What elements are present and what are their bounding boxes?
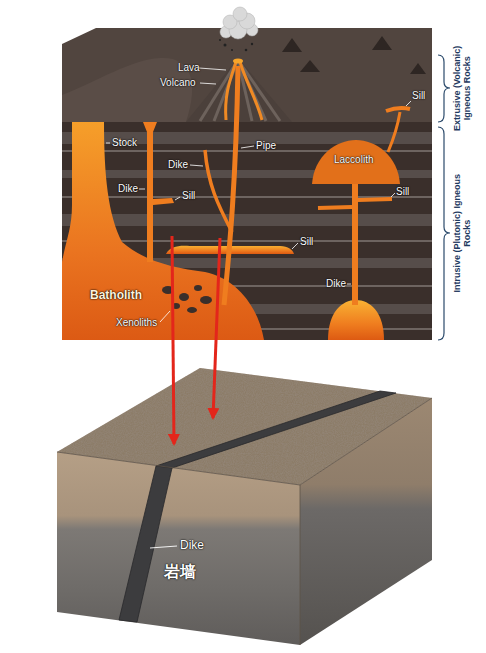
bracket-label: Extrusive (Volcanic) Igneous Rocks xyxy=(452,28,473,148)
ejecta xyxy=(219,39,253,51)
peak xyxy=(282,38,302,52)
feature-label: Dike xyxy=(326,278,346,290)
feature-label: Sill xyxy=(412,90,425,102)
sill-shape xyxy=(358,199,392,200)
rock-face xyxy=(62,122,432,340)
dike-shape xyxy=(352,184,358,305)
magma-chamber xyxy=(328,300,384,340)
pointer-arrow xyxy=(172,236,220,444)
feature-label: Lava xyxy=(178,62,200,74)
callout-label: 岩墙 xyxy=(164,563,196,581)
feature-label: Sill xyxy=(182,190,195,202)
leader-line xyxy=(150,546,177,548)
dike-block xyxy=(57,368,432,645)
feature-label: Sill xyxy=(396,186,409,198)
pipe-shape xyxy=(224,66,238,305)
peak xyxy=(410,63,426,74)
feature-label: Batholith xyxy=(90,289,142,303)
bracket-label: Intrusive (Plutonic) Igneous Rocks xyxy=(452,173,473,293)
dike-shape xyxy=(143,122,157,262)
feature-label: Xenoliths xyxy=(116,317,157,329)
dike-shape xyxy=(205,150,232,232)
bracket xyxy=(438,55,450,340)
hill xyxy=(62,58,192,122)
feature-label: Dike xyxy=(118,183,138,195)
sill-shape xyxy=(318,207,352,208)
sill-shape xyxy=(153,198,174,205)
dike-shape xyxy=(388,112,400,152)
volcano-figure xyxy=(186,7,292,305)
feature-label: Stock xyxy=(112,137,137,149)
laccolith-shape xyxy=(312,140,400,184)
peak xyxy=(372,36,392,50)
cross-section-block xyxy=(62,28,432,340)
ground-surface xyxy=(62,28,432,122)
feature-label: Pipe xyxy=(256,140,276,152)
block-top xyxy=(57,368,432,485)
callout-label: Dike xyxy=(180,539,204,553)
block-front xyxy=(57,452,300,645)
dike-band xyxy=(156,391,396,468)
sill-shape xyxy=(386,108,410,111)
peak xyxy=(300,60,320,72)
xenolith-blobs xyxy=(162,285,212,313)
feature-label: Dike xyxy=(168,159,188,171)
feature-label: Volcano xyxy=(160,77,196,89)
leader-lines xyxy=(106,68,411,322)
feature-label: Sill xyxy=(300,236,313,248)
ash-cloud xyxy=(220,7,258,39)
dike-band xyxy=(119,466,172,622)
feature-label: Laccolith xyxy=(334,154,373,166)
